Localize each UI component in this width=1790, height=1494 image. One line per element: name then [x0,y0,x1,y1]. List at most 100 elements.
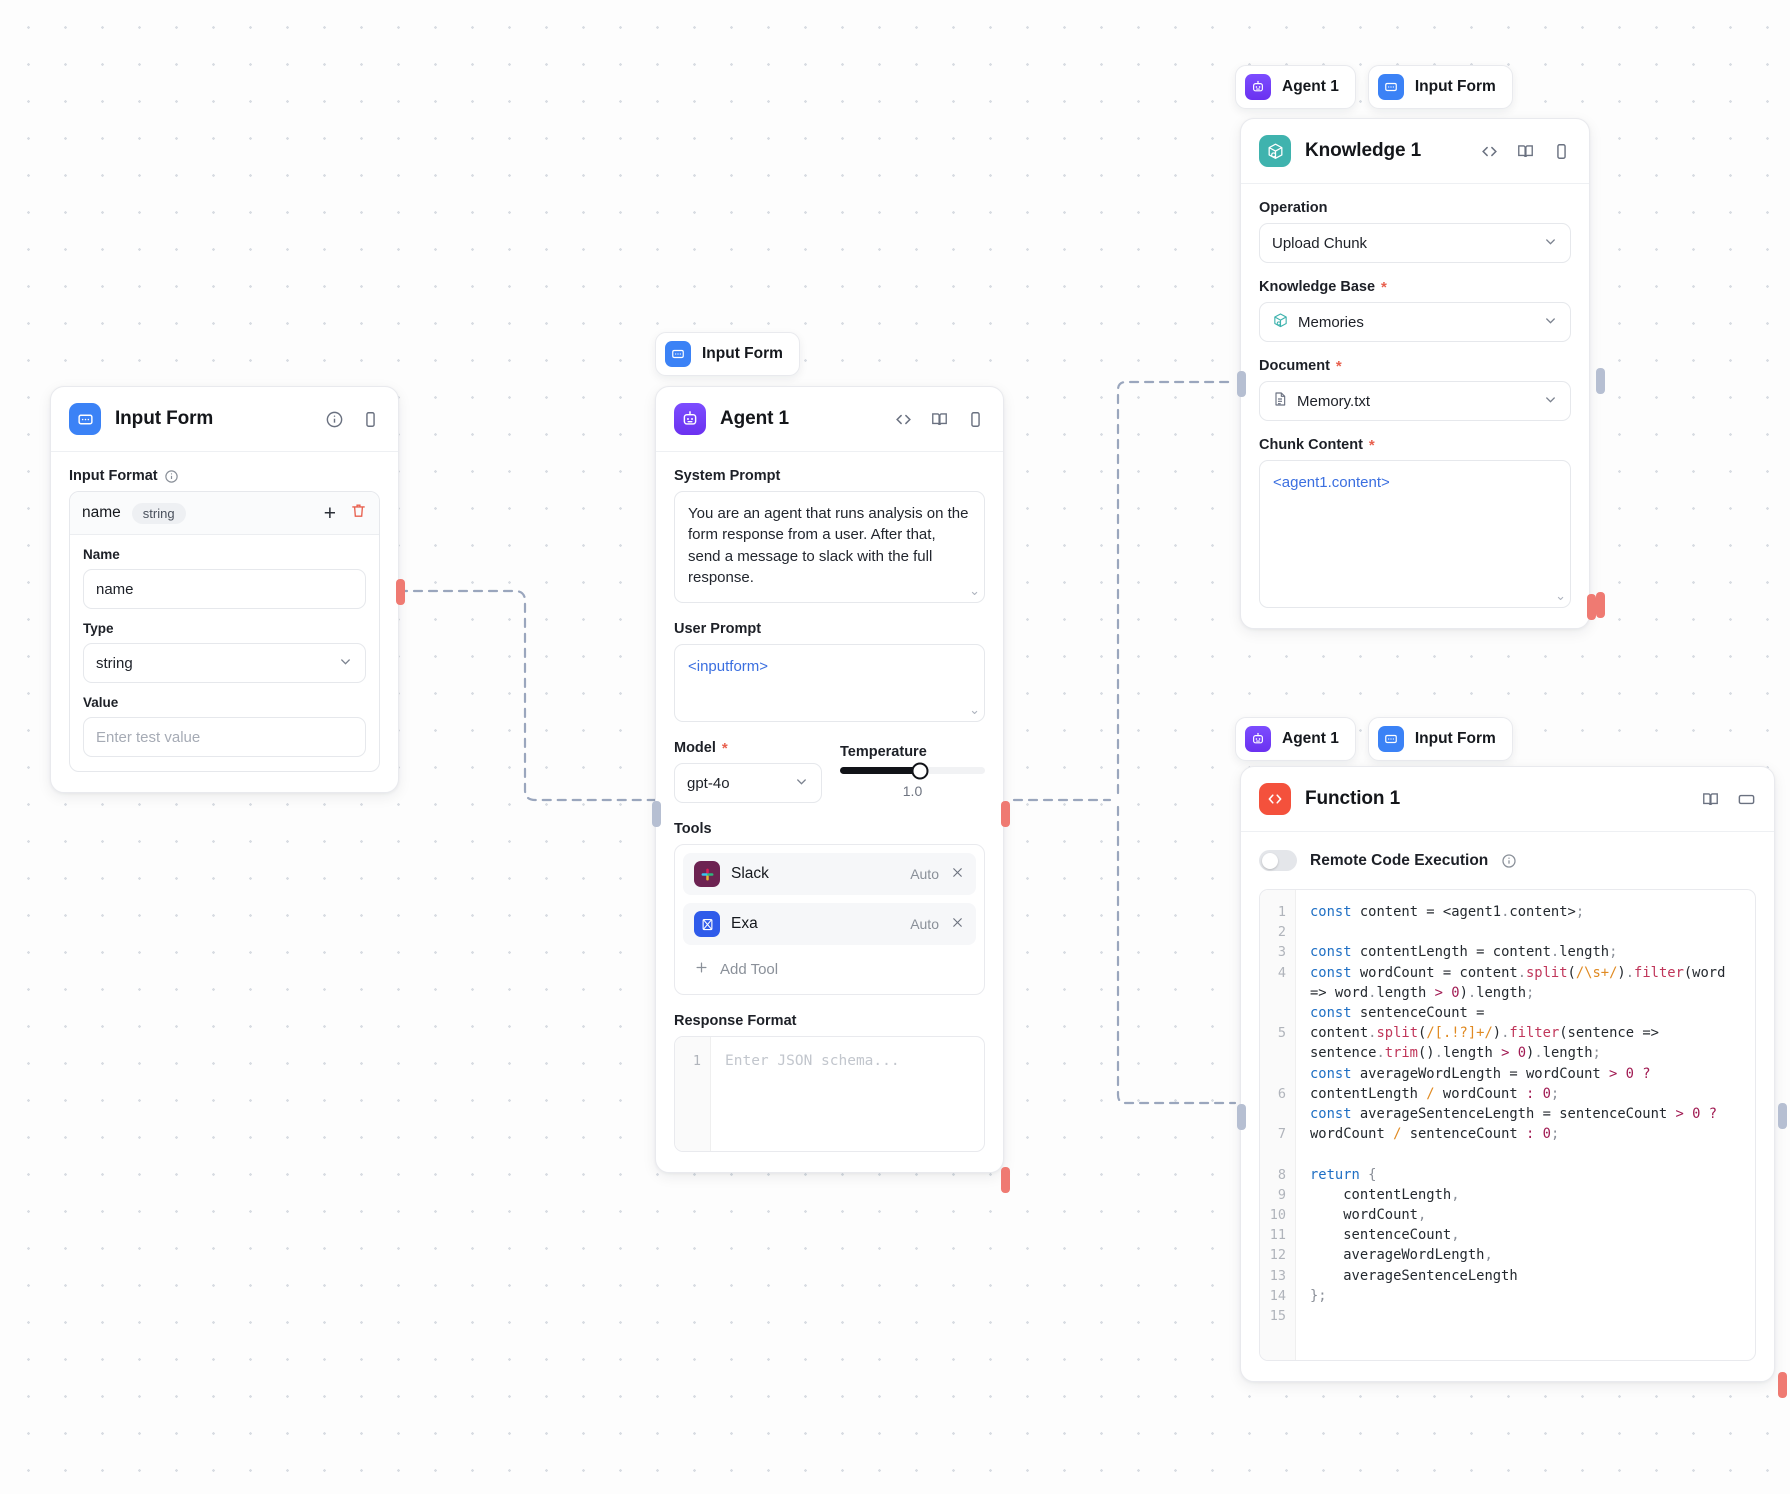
input-form-node-title: Input Form [115,408,214,429]
add-tool-label: Add Tool [720,961,779,978]
input-form-node[interactable]: Input Form Input Format [50,386,405,793]
knowledge-base-label: Knowledge Base * [1259,278,1387,296]
knowledge-node-header[interactable]: Knowledge 1 [1241,119,1589,184]
knowledge-base-icon [1272,312,1289,333]
chevron-down-icon [1543,313,1558,332]
resize-grip-icon[interactable]: ⌄ [969,701,980,717]
input-form-output-port[interactable] [396,579,405,605]
input-form-icon [1377,726,1404,752]
agent-input-port[interactable] [652,801,661,827]
panel-icon[interactable] [1552,142,1571,161]
function-node[interactable]: Function 1 Remote Code Execution [1237,766,1775,1382]
toggle-knob [1261,852,1278,869]
knowledge-input-port[interactable] [1237,371,1246,397]
agent-secondary-output-port[interactable] [1001,1167,1010,1193]
canvas-right-upper-port[interactable] [1596,368,1605,394]
add-tool-button[interactable]: Add Tool [683,953,976,986]
panel-icon[interactable] [966,410,985,429]
model-label: Model * [674,739,728,757]
info-icon[interactable] [164,469,179,484]
tab-input-form[interactable]: Input Form [1367,717,1513,761]
panel-icon[interactable] [361,410,380,429]
input-field-row[interactable]: name string + [70,492,379,535]
function-node-title: Function 1 [1305,788,1401,809]
chevron-down-icon [1543,392,1558,411]
required-marker: * [721,739,728,757]
book-icon[interactable] [930,410,949,429]
close-icon[interactable] [950,865,965,884]
code-icon[interactable] [1480,142,1499,161]
user-prompt-textarea[interactable]: <inputform> ⌄ [674,644,985,722]
agent-node[interactable]: Agent 1 System Prompt You are an agent t… [652,386,1010,1193]
temperature-slider-knob[interactable] [911,762,929,779]
value-input[interactable]: Enter test value [83,717,366,757]
system-prompt-textarea[interactable]: You are an agent that runs analysis on t… [674,491,985,603]
remote-code-execution-row[interactable]: Remote Code Execution [1259,848,1756,875]
tool-item-exa[interactable]: Exa Auto [683,903,976,945]
document-select[interactable]: Memory.txt [1259,381,1571,421]
input-form-node-header[interactable]: Input Form [51,387,398,452]
knowledge-node[interactable]: Knowledge 1 Operation Upload Chunk [1237,118,1596,629]
close-icon[interactable] [950,915,965,934]
code-editor[interactable]: 1 2 3 4 5 6 7 8 9 10 11 12 13 14 15 cons… [1259,889,1756,1361]
line-number: 8 [1277,1166,1286,1183]
tools-list: Slack Auto Exa Auto [674,844,985,995]
tool-mode[interactable]: Auto [910,866,939,882]
tab-label: Agent 1 [1282,730,1339,747]
line-number: 11 [1269,1227,1286,1244]
name-input-value: name [96,580,134,598]
book-icon[interactable] [1701,790,1720,809]
code-icon[interactable] [894,410,913,429]
resize-grip-icon[interactable]: ⌄ [1555,587,1566,603]
canvas-right-input-port[interactable] [1778,1103,1787,1129]
add-field-button[interactable]: + [323,501,336,525]
document-icon [1272,391,1288,411]
remote-code-execution-toggle[interactable] [1259,850,1297,871]
model-select[interactable]: gpt-4o [674,763,822,803]
temperature-slider[interactable] [840,762,985,779]
canvas-right-upper-output-port[interactable] [1596,592,1605,618]
agent-output-port[interactable] [1001,801,1010,827]
required-marker: * [1335,357,1342,375]
tab-agent-1[interactable]: Agent 1 [1235,65,1356,109]
input-form-icon [69,403,101,435]
canvas-right-output-port[interactable] [1778,1372,1787,1398]
chevron-down-icon [794,774,809,793]
line-number: 12 [1269,1247,1286,1264]
agent-icon [674,403,706,435]
tab-agent-1[interactable]: Agent 1 [1235,717,1356,761]
tab-input-form[interactable]: Input Form [1367,65,1513,109]
input-form-icon [1377,74,1404,100]
function-node-tabs: Agent 1 Input Form [1235,717,1513,761]
name-input[interactable]: name [83,569,366,609]
function-input-port[interactable] [1237,1104,1246,1130]
required-marker: * [1381,278,1387,296]
resize-grip-icon[interactable]: ⌄ [969,582,980,598]
book-icon[interactable] [1516,142,1535,161]
window-icon[interactable] [1737,790,1756,809]
response-format-editor[interactable]: 1 Enter JSON schema... [674,1036,985,1152]
chunk-content-label: Chunk Content * [1259,436,1375,454]
operation-select[interactable]: Upload Chunk [1259,223,1571,263]
code-content[interactable]: const content = <agent1.content>; const … [1310,904,1734,1304]
type-select[interactable]: string [83,643,366,683]
input-form-icon [665,341,691,367]
remote-code-execution-label: Remote Code Execution [1310,851,1489,869]
delete-icon[interactable] [350,502,367,524]
knowledge-node-body: Operation Upload Chunk Knowledge Base * [1241,184,1589,628]
tool-item-slack[interactable]: Slack Auto [683,853,976,895]
info-icon[interactable] [325,410,344,429]
knowledge-base-select[interactable]: Memories [1259,302,1571,342]
agent-node-body: System Prompt You are an agent that runs… [656,452,1003,1172]
function-icon [1259,783,1291,815]
knowledge-output-port[interactable] [1587,594,1596,620]
code-line-numbers: 1 2 3 4 5 6 7 8 9 10 11 12 13 14 15 [1260,890,1296,1360]
info-icon[interactable] [1501,853,1517,869]
function-node-header[interactable]: Function 1 [1241,767,1774,832]
tool-mode[interactable]: Auto [910,916,939,932]
tab-input-form[interactable]: Input Form [655,332,800,376]
agent-node-header[interactable]: Agent 1 [656,387,1003,452]
tool-name: Slack [731,865,769,882]
chunk-content-textarea[interactable]: <agent1.content> ⌄ [1259,460,1571,608]
